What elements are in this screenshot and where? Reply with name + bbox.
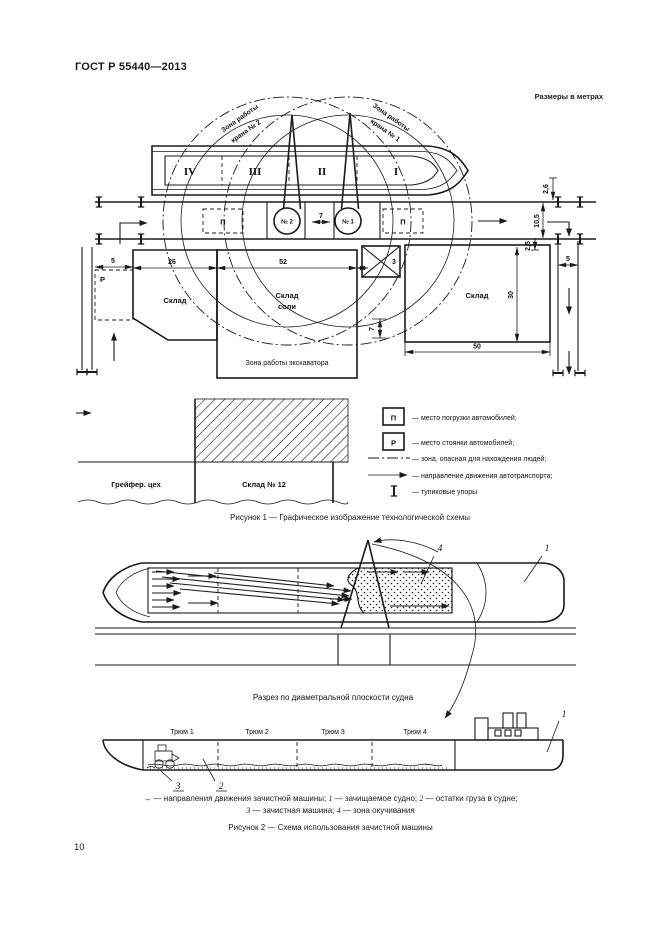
hold-label-4: IV [184, 166, 196, 178]
cargo-flow-arrows [152, 569, 450, 610]
units-note: Размеры в метрах [534, 92, 603, 101]
crane1-label: № 1 [342, 219, 354, 226]
crane2-circle [273, 207, 301, 235]
warehouse-right: Склад [404, 244, 551, 343]
crane-work-zones [180, 114, 455, 328]
crane-rails [95, 201, 596, 240]
figure1-technological-scheme: Зона работы крана № 2 Зона работы крана … [76, 96, 596, 505]
figure1-legend: П — место погрузки автомобилей; Р — мест… [368, 407, 552, 497]
legend-text-parking: — место стоянки автомобилей; [412, 439, 514, 447]
legend-text-traffic: — направление движения автотранспорта; [412, 473, 552, 480]
hold-label-2: II [318, 166, 327, 178]
loading-spot-right-label: П [400, 218, 405, 227]
hold4-label: Трюм 4 [403, 729, 427, 736]
crane2-label: № 2 [281, 219, 293, 226]
dim-wh-right-depth: 30 [508, 291, 515, 299]
ship-plan-view: 4 1 [95, 537, 576, 719]
dim-zone-gap: 7 [369, 327, 376, 331]
page-title: ГОСТ Р 55440—2013 [75, 61, 187, 73]
crane-grab-boom [340, 539, 390, 629]
crane1-circle [334, 207, 362, 235]
dim-salt-wh: 52 [279, 259, 287, 266]
crane-zone-labels: Зона работы крана № 2 Зона работы крана … [220, 102, 412, 145]
dim-rail-offset: 2,6 [543, 184, 550, 194]
dim-gap3: 3 [392, 259, 396, 266]
cargo-residue [147, 763, 443, 767]
crane-bays: П П № 2 № 1 7 [202, 112, 424, 239]
callout-1-side: 1 [562, 710, 567, 720]
crane-portal [337, 634, 391, 665]
grab-shop-label: Грейфер. цех [111, 480, 161, 489]
warehouse12-block: Грейфер. цех Склад № 12 [77, 398, 349, 505]
section-label: Разрез по диаметральной плоскости судна [253, 693, 414, 702]
callout-4: 4 [438, 544, 443, 554]
ship-side-view: Трюм 1 Трюм 2 Трюм 3 Трюм 4 3 2 1 [102, 710, 567, 792]
callout-2: 2 [219, 782, 224, 792]
figure2-cleaning-scheme: 4 1 Разрез по диаметральной плоскости су… [95, 537, 576, 792]
dim-road-width: 10,5 [534, 214, 541, 228]
loading-spot-left-label: П [220, 218, 225, 227]
dim-left-road: 5 [111, 258, 115, 265]
legend-text-stops: — тупиковые упоры [412, 489, 477, 496]
crane-booms [282, 112, 360, 210]
dead-end-stops [76, 196, 586, 378]
figure2-legend-line1: → — направления движения зачистной машин… [143, 794, 518, 803]
legend-arrow-icon: → [143, 794, 152, 803]
figure2-caption: Рисунок 2 — Схема использования зачистно… [228, 823, 433, 832]
callout-1-top: 1 [545, 544, 550, 554]
warehouse-left-label: Склад [164, 296, 187, 305]
salt-warehouse: Склад соли Зона работы экскаватора [216, 249, 358, 379]
hold1-label: Трюм 1 [170, 729, 194, 736]
excavator-zone-label: Зона работы экскаватора [245, 359, 328, 367]
salt-warehouse-label1: Склад [276, 291, 299, 300]
legend-symbol-loading: П [391, 414, 396, 423]
figure1-caption: Рисунок 1 — Графическое изображение техн… [230, 513, 470, 522]
hold2-label: Трюм 2 [245, 729, 269, 736]
superstructure [474, 712, 539, 741]
warehouse-right-label: Склад [466, 291, 489, 300]
warehouse-left: Склад [132, 249, 218, 341]
hold-label-3: III [249, 166, 262, 178]
dim-wh-right-width: 50 [473, 344, 481, 351]
loading-spot-right-box [382, 208, 424, 234]
ship-plan: IV III II I [151, 145, 469, 196]
salt-warehouse-label2: соли [278, 302, 296, 311]
dim-crane-gap: 7 [319, 213, 323, 220]
callout-3: 3 [175, 782, 181, 792]
legend-symbol-parking: Р [391, 439, 396, 448]
page-number: 10 [74, 842, 85, 853]
loading-symbol-icon [382, 407, 405, 426]
crossed-box [361, 245, 401, 278]
figure1-dimensions: 5 26 52 3 7 2,6 10,5 2,5 30 [94, 177, 579, 356]
legend-text-loading: — место погрузки автомобилей; [412, 414, 517, 422]
side-roads [81, 241, 579, 371]
dim-wh-left: 26 [168, 259, 176, 266]
break-line [77, 499, 349, 505]
dead-end-stop-icon [389, 485, 399, 497]
hold-label-1: I [394, 166, 398, 178]
danger-zone-boundary [162, 96, 473, 346]
transfer-arc-arrow [371, 543, 477, 719]
dim-right-road: 5 [566, 256, 570, 263]
legend-text-danger: — зона, опасная для нахождения людей; [412, 455, 546, 463]
heap-to-boom-arrow [373, 537, 439, 553]
parking-spot-label: Р [100, 275, 105, 284]
traffic-arrows [76, 218, 572, 416]
dim-wh-offset: 2,5 [525, 241, 532, 251]
parking-spot: Р [94, 269, 134, 321]
figure2-legend-line2: 3 — зачистная машина; 4 — зона окучивани… [246, 806, 415, 815]
loading-spot-left-box [202, 208, 244, 234]
hold3-label: Трюм 3 [321, 729, 345, 736]
quay-lines [95, 627, 576, 666]
hatched-area [194, 398, 349, 463]
parking-symbol-icon [382, 432, 405, 451]
warehouse12-label: Склад № 12 [242, 480, 286, 489]
